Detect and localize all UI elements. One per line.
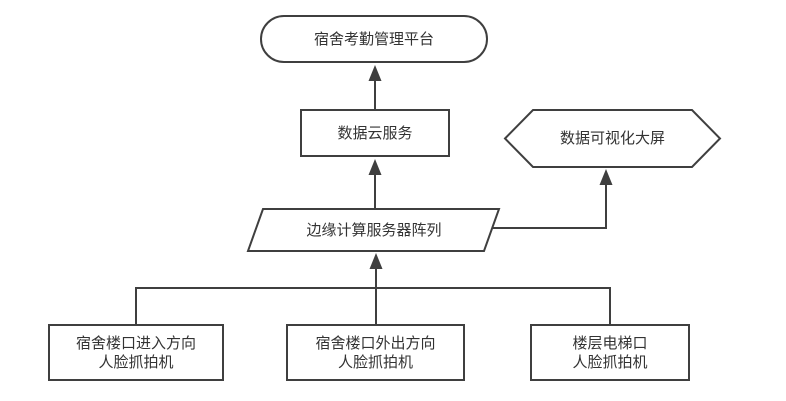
node-platform-shape	[260, 15, 488, 63]
node-camera-elevator-shape	[530, 324, 690, 381]
edge-edge-servers-to-screen	[492, 184, 607, 229]
arrowhead-to-cloud	[368, 159, 382, 175]
edge-cameras-bracket	[135, 287, 611, 325]
arrowhead-to-edge-servers	[369, 253, 383, 269]
node-camera-exit-shape	[286, 324, 465, 381]
arrowhead-to-platform	[368, 65, 382, 81]
node-data-screen-shape	[503, 109, 722, 168]
arrowhead-to-screen	[599, 169, 613, 185]
node-camera-entry-shape	[48, 324, 224, 381]
node-edge-servers-shape	[246, 208, 501, 252]
node-cloud-service-shape	[300, 109, 450, 157]
